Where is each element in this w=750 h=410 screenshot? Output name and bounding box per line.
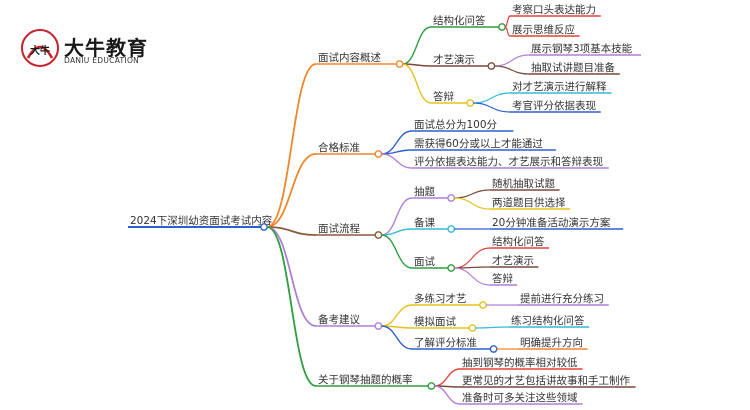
branch-connector-4 xyxy=(266,226,317,387)
logo-badge: 大牛 xyxy=(21,29,59,67)
subtopic-node-0-0 xyxy=(498,23,506,31)
leaf-2-0-0: 随机抽取试题 xyxy=(492,177,555,190)
leaf-connector-2-0-1 xyxy=(454,197,491,210)
root-node xyxy=(260,223,268,231)
subtopic-4-1: 更常见的才艺包括讲故事和手工制作 xyxy=(462,374,630,387)
leaf-0-1-0: 展示钢琴3项基本技能 xyxy=(531,42,633,55)
subtopic-1-0: 面试总分为100分 xyxy=(414,118,498,131)
branch-connector-0 xyxy=(266,63,317,228)
leaf-3-2-0: 明确提升方向 xyxy=(520,336,583,349)
leaf-2-2-0: 结构化问答 xyxy=(492,235,545,248)
leaf-2-2-2: 答辩 xyxy=(492,272,513,285)
subtopic-3-1: 模拟面试 xyxy=(414,315,456,328)
subtopic-node-3-2 xyxy=(489,345,498,353)
subtopic-node-0-2 xyxy=(466,99,475,107)
branch-0: 面试内容概述 xyxy=(318,51,381,64)
subtopic-2-1: 备课 xyxy=(414,216,435,229)
branch-node-3 xyxy=(374,322,383,330)
subtopic-node-3-1 xyxy=(468,324,477,332)
subtopic-3-0: 多练习才艺 xyxy=(414,292,467,305)
branch-connector-3 xyxy=(266,226,317,327)
logo-name: 大牛教育 xyxy=(64,36,148,60)
subtopic-4-0: 抽到钢琴的概率相对较低 xyxy=(462,356,578,369)
subtopic-2-0: 抽题 xyxy=(414,185,435,198)
sub-connector-3-0 xyxy=(381,304,413,327)
subtopic-0-0: 结构化问答 xyxy=(433,14,486,27)
subtopic-node-2-2 xyxy=(447,264,456,272)
leaf-2-0-1: 两道题目供选择 xyxy=(492,196,566,209)
leaf-connector-0-0-1 xyxy=(504,26,511,37)
leaf-connector-2-0-0 xyxy=(454,189,491,199)
leaf-connector-3-1-0 xyxy=(475,326,510,329)
subtopic-0-2: 答辩 xyxy=(433,90,454,103)
leaf-connector-2-2-2 xyxy=(454,267,491,286)
logo-subtitle: DANIU EDUCATION xyxy=(64,56,140,65)
leaf-0-0-0: 考察口头表达能力 xyxy=(512,3,596,16)
branch-connector-2 xyxy=(266,226,317,236)
branch-node-1 xyxy=(374,150,383,158)
branch-node-2 xyxy=(374,231,383,239)
sub-connector-1-2 xyxy=(381,153,413,169)
subtopic-0-1: 才艺演示 xyxy=(433,53,475,66)
leaf-connector-0-2-0 xyxy=(473,92,511,104)
sub-connector-4-2 xyxy=(434,385,461,405)
branch-2: 面试流程 xyxy=(318,222,360,235)
leaf-connector-0-1-0 xyxy=(494,54,530,67)
sub-connector-2-0 xyxy=(381,197,413,236)
leaf-2-1-0: 20分钟准备活动演示方案 xyxy=(492,216,611,229)
subtopic-2-2: 面试 xyxy=(414,256,435,268)
sub-connector-4-0 xyxy=(434,368,461,387)
leaf-connector-0-1-1 xyxy=(494,65,530,75)
sub-connector-0-2 xyxy=(402,63,432,104)
branch-4: 关于钢琴抽题的概率 xyxy=(318,373,413,386)
logo-badge-text: 大牛 xyxy=(30,44,50,57)
leaf-connector-0-2-1 xyxy=(473,102,511,113)
branch-3: 备考建议 xyxy=(318,313,360,326)
subtopic-1-2: 评分依据表达能力、才艺展示和答辩表现 xyxy=(414,155,603,168)
leaf-3-1-0: 练习结构化问答 xyxy=(511,314,585,327)
leaf-0-1-1: 抽取试讲题目准备 xyxy=(531,61,615,74)
leaf-0-2-1: 考官评分依据表现 xyxy=(512,99,596,112)
sub-connector-2-2 xyxy=(381,234,413,269)
leaf-connector-2-2-0 xyxy=(454,247,491,269)
leaf-0-0-1: 展示思维反应 xyxy=(512,23,575,36)
sub-connector-0-0 xyxy=(402,26,432,65)
branch-node-0 xyxy=(395,60,404,68)
subtopic-node-2-1 xyxy=(447,225,456,233)
sub-connector-1-1 xyxy=(381,149,413,155)
root-topic: 2024下深圳幼资面试考试内容 xyxy=(130,214,273,227)
subtopic-node-0-1 xyxy=(487,62,496,70)
subtopic-node-2-0 xyxy=(447,194,456,202)
subtopic-1-1: 需获得60分或以上才能通过 xyxy=(414,137,543,150)
sub-connector-2-1 xyxy=(381,228,413,236)
leaf-0-2-0: 对才艺演示进行解释 xyxy=(512,80,607,93)
branch-1: 合格标准 xyxy=(318,141,360,154)
subtopic-3-2: 了解评分标准 xyxy=(414,336,477,349)
sub-connector-3-2 xyxy=(381,325,413,350)
subtopic-node-3-0 xyxy=(479,301,487,309)
leaf-3-0-0: 提前进行充分练习 xyxy=(520,292,604,305)
branch-node-4 xyxy=(427,382,436,390)
subtopic-4-2: 准备时可多关注这些领域 xyxy=(462,391,578,404)
branch-connector-1 xyxy=(266,153,317,228)
leaf-connector-0-0-0 xyxy=(504,15,511,28)
leaf-2-2-1: 才艺演示 xyxy=(492,254,534,267)
